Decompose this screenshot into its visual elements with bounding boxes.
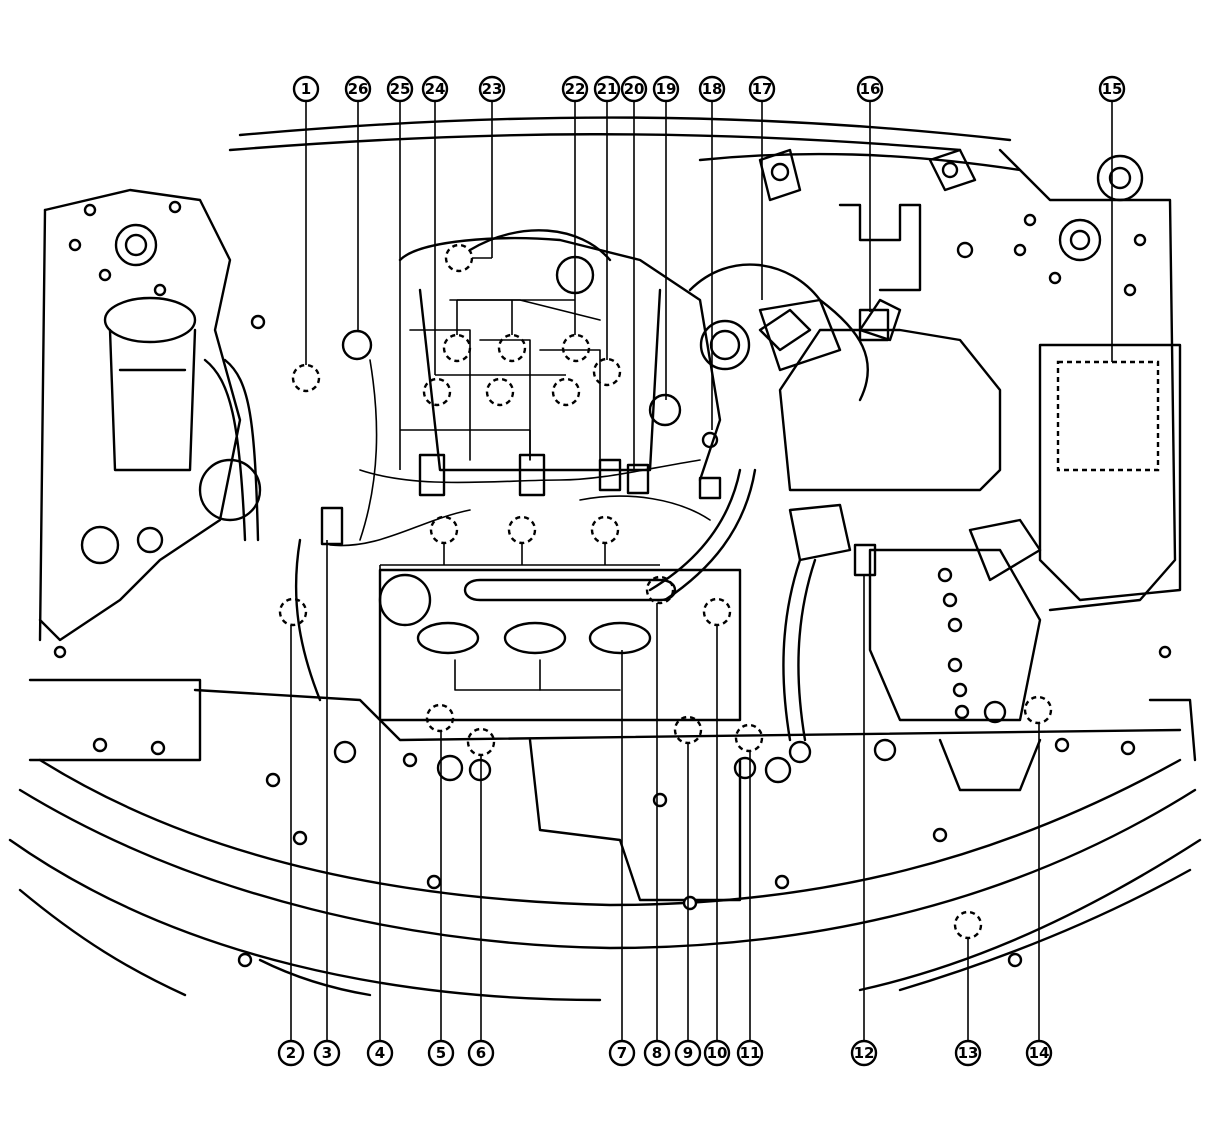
callout-16: 16 [856,75,884,103]
callout-7: 7 [608,1039,636,1067]
svg-text:16: 16 [860,80,881,98]
svg-text:9: 9 [683,1044,693,1062]
svg-text:15: 15 [1102,80,1123,98]
svg-text:6: 6 [476,1044,486,1062]
callout-15: 15 [1098,75,1126,103]
svg-text:12: 12 [854,1044,875,1062]
callout-20: 20 [620,75,648,103]
svg-text:1: 1 [301,80,311,98]
svg-text:18: 18 [702,80,723,98]
callout-23: 23 [478,75,506,103]
callout-24: 24 [421,75,449,103]
svg-text:8: 8 [652,1044,662,1062]
svg-text:23: 23 [482,80,503,98]
callout-1: 1 [292,75,320,103]
callout-13: 13 [954,1039,982,1067]
callout-21: 21 [593,75,621,103]
callout-17: 17 [748,75,776,103]
svg-text:25: 25 [390,80,411,98]
callout-26: 26 [344,75,372,103]
callout-18: 18 [698,75,726,103]
svg-text:22: 22 [565,80,586,98]
svg-text:26: 26 [348,80,369,98]
svg-text:13: 13 [958,1044,979,1062]
callout-14: 14 [1025,1039,1053,1067]
svg-text:10: 10 [707,1044,728,1062]
svg-text:20: 20 [624,80,645,98]
svg-text:24: 24 [425,80,446,98]
callout-6: 6 [467,1039,495,1067]
svg-text:14: 14 [1029,1044,1050,1062]
svg-text:21: 21 [597,80,618,98]
callout-3: 3 [313,1039,341,1067]
callout-5: 5 [427,1039,455,1067]
callout-10: 10 [703,1039,731,1067]
callout-8: 8 [643,1039,671,1067]
leader-lines [290,102,1113,1040]
svg-text:5: 5 [436,1044,446,1062]
callout-4: 4 [366,1039,394,1067]
svg-text:19: 19 [656,80,677,98]
callout-11: 11 [736,1039,764,1067]
callouts-top: 1 26 25 24 23 22 21 20 19 18 17 16 15 [292,75,1126,103]
callouts-bottom: 2 3 4 5 6 7 8 9 10 11 12 13 14 [277,1039,1053,1067]
svg-text:17: 17 [752,80,773,98]
svg-text:2: 2 [286,1044,296,1062]
svg-text:11: 11 [740,1044,761,1062]
callout-12: 12 [850,1039,878,1067]
svg-text:4: 4 [375,1044,385,1062]
callout-2: 2 [277,1039,305,1067]
callout-22: 22 [561,75,589,103]
callout-9: 9 [674,1039,702,1067]
svg-text:3: 3 [322,1044,332,1062]
callout-25: 25 [386,75,414,103]
callout-19: 19 [652,75,680,103]
svg-text:7: 7 [617,1044,627,1062]
